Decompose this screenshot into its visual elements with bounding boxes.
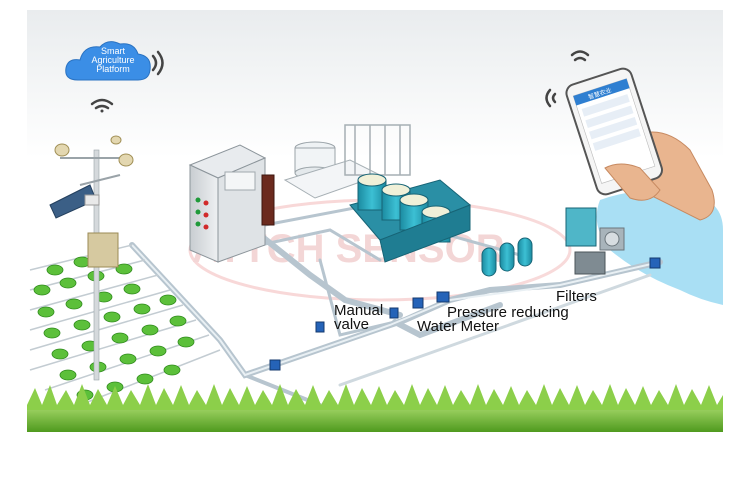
grass-strip: [27, 384, 723, 432]
smartphone-hand: 智慧农业: [565, 67, 715, 221]
weather-station: [49, 135, 134, 381]
manual-valve-label: Manual valve: [334, 302, 384, 333]
pressure-reducing-units: [481, 237, 533, 277]
platform-label: Smart Agriculture Platform: [82, 47, 144, 74]
pipe-valves: [269, 257, 661, 371]
platform-label-line-2: Agriculture: [91, 55, 135, 65]
water-meter-label: Water Meter: [417, 318, 499, 335]
pressure-reducing-label: Pressure reducing: [447, 304, 569, 321]
cloud-icon: [65, 41, 151, 81]
control-cabinet: [188, 144, 275, 263]
crop-plants: [33, 249, 195, 401]
water-pond: [596, 191, 723, 305]
manual-valve-label-line-1: Manual: [334, 302, 384, 319]
storage-tank: [283, 141, 382, 199]
phone-wifi-icon: [570, 50, 590, 62]
filter-unit: [565, 207, 625, 275]
signal-waves-icon: [151, 50, 164, 76]
platform-label-line-1: Smart: [100, 46, 125, 56]
phone-signal-icon: [545, 88, 557, 108]
wifi-icon: [90, 98, 114, 113]
platform-label-line-3: Platform: [96, 64, 130, 74]
filters-label: Filters: [556, 288, 597, 305]
mixing-tanks: [349, 173, 471, 263]
manual-valve-label-line-2: valve: [334, 316, 370, 333]
